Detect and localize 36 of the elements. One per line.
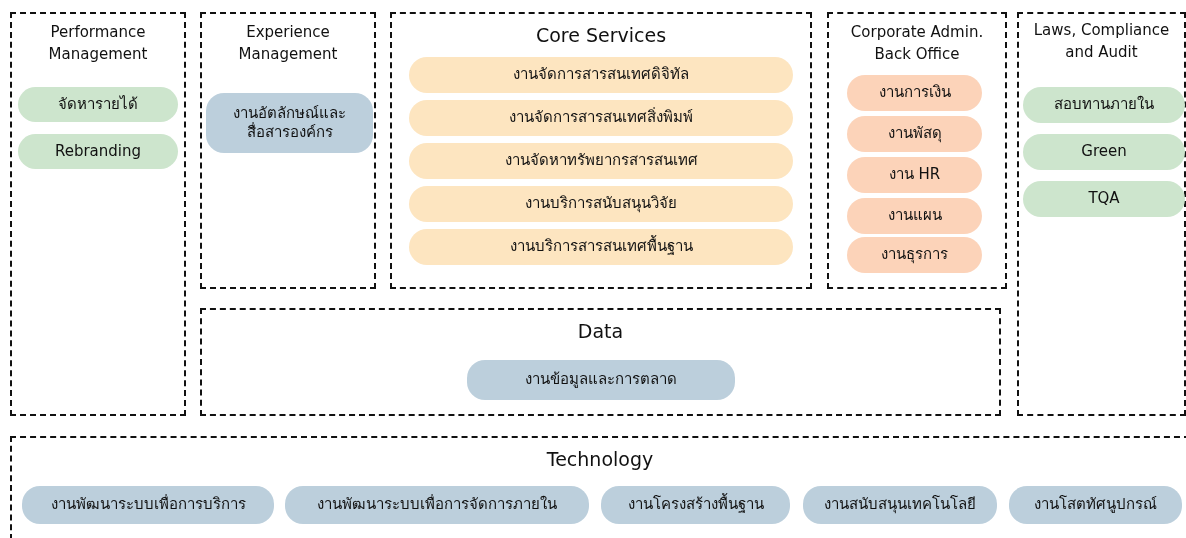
dashed-section-frame	[10, 436, 1186, 538]
dashed-section-frame	[200, 12, 376, 289]
task-pill: Green	[1023, 134, 1185, 170]
dashed-section-frame	[1017, 12, 1186, 416]
task-pill: งานพัสดุ	[847, 116, 982, 152]
task-pill: งานแผน	[847, 198, 982, 234]
dashed-section-frame	[200, 308, 1001, 416]
task-pill: งานการเงิน	[847, 75, 982, 111]
task-pill: Rebranding	[18, 134, 178, 169]
task-pill: งานพัฒนาระบบเพื่อการจัดการภายใน	[285, 486, 589, 524]
task-pill: งานโครงสร้างพื้นฐาน	[601, 486, 790, 524]
dashed-section-frame	[390, 12, 812, 289]
task-pill: งานบริการสารสนเทศพื้นฐาน	[409, 229, 793, 265]
task-pill: งานสนับสนุนเทคโนโลยี	[803, 486, 997, 524]
task-pill: งานบริการสนับสนุนวิจัย	[409, 186, 793, 222]
task-pill: สอบทานภายใน	[1023, 87, 1185, 123]
task-pill: งานโสตทัศนูปกรณ์	[1009, 486, 1182, 524]
task-pill: จัดหารายได้	[18, 87, 178, 122]
task-pill: TQA	[1023, 181, 1185, 217]
task-pill: งานอัตลักษณ์และสื่อสารองค์กร	[206, 93, 373, 153]
task-pill: งานจัดการสารสนเทศดิจิทัล	[409, 57, 793, 93]
section-title: Corporate Admin. Back Office	[849, 22, 985, 65]
task-pill: งานจัดหาทรัพยากรสารสนเทศ	[409, 143, 793, 179]
task-pill: งานจัดการสารสนเทศสิ่งพิมพ์	[409, 100, 793, 136]
section-title: Performance Management	[47, 22, 149, 65]
dashed-section-frame	[10, 12, 186, 416]
task-pill: งาน HR	[847, 157, 982, 193]
dashed-section-frame	[827, 12, 1007, 289]
task-pill: งานพัฒนาระบบเพื่อการบริการ	[22, 486, 274, 524]
section-title: Technology	[545, 447, 655, 472]
section-title: Data	[576, 319, 625, 344]
section-title: Laws, Compliance and Audit	[1032, 20, 1171, 63]
section-title: Experience Management	[237, 22, 339, 65]
section-title: Core Services	[534, 23, 668, 48]
task-pill: งานข้อมูลและการตลาด	[467, 360, 735, 400]
task-pill: งานธุรการ	[847, 237, 982, 273]
